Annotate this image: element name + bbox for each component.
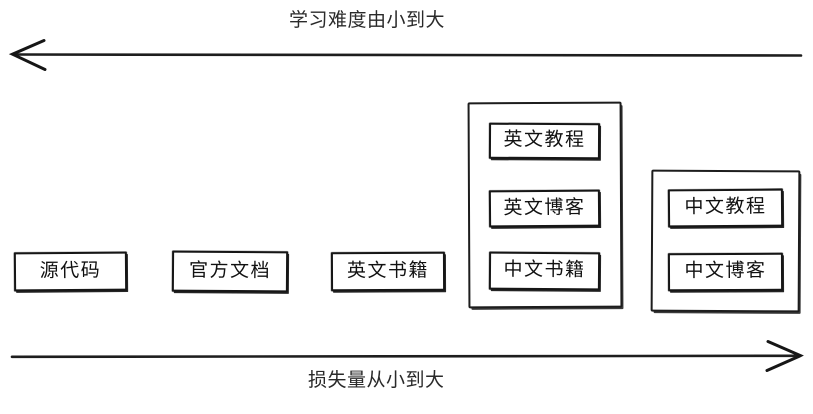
top-axis-arrow (8, 39, 803, 71)
node-label: 英文书籍 (346, 259, 430, 282)
node-chinese-tutorial[interactable]: 中文教程 (667, 188, 784, 228)
node-english-tutorial[interactable]: 英文教程 (488, 122, 601, 160)
node-chinese-books[interactable]: 中文书籍 (488, 251, 601, 291)
arrow-right-icon (765, 340, 804, 372)
node-label: 源代码 (39, 259, 102, 282)
arrow-left-icon (8, 39, 47, 71)
top-axis-label: 学习难度由小到大 (289, 10, 446, 31)
node-label: 中文书籍 (503, 259, 586, 281)
node-label: 中文教程 (684, 196, 767, 218)
bottom-axis-label: 损失量从小到大 (308, 370, 445, 391)
node-label: 英文博客 (503, 196, 586, 219)
node-chinese-blog[interactable]: 中文博客 (667, 252, 784, 292)
node-english-blog[interactable]: 英文博客 (488, 189, 601, 228)
node-english-books[interactable]: 英文书籍 (330, 251, 446, 292)
node-label: 英文教程 (503, 129, 586, 151)
node-label: 官方文档 (188, 259, 272, 282)
bottom-axis-arrow (10, 340, 804, 372)
node-label: 中文博客 (684, 260, 767, 282)
node-source-code[interactable]: 源代码 (13, 251, 128, 292)
node-official-docs[interactable]: 官方文档 (171, 250, 289, 293)
